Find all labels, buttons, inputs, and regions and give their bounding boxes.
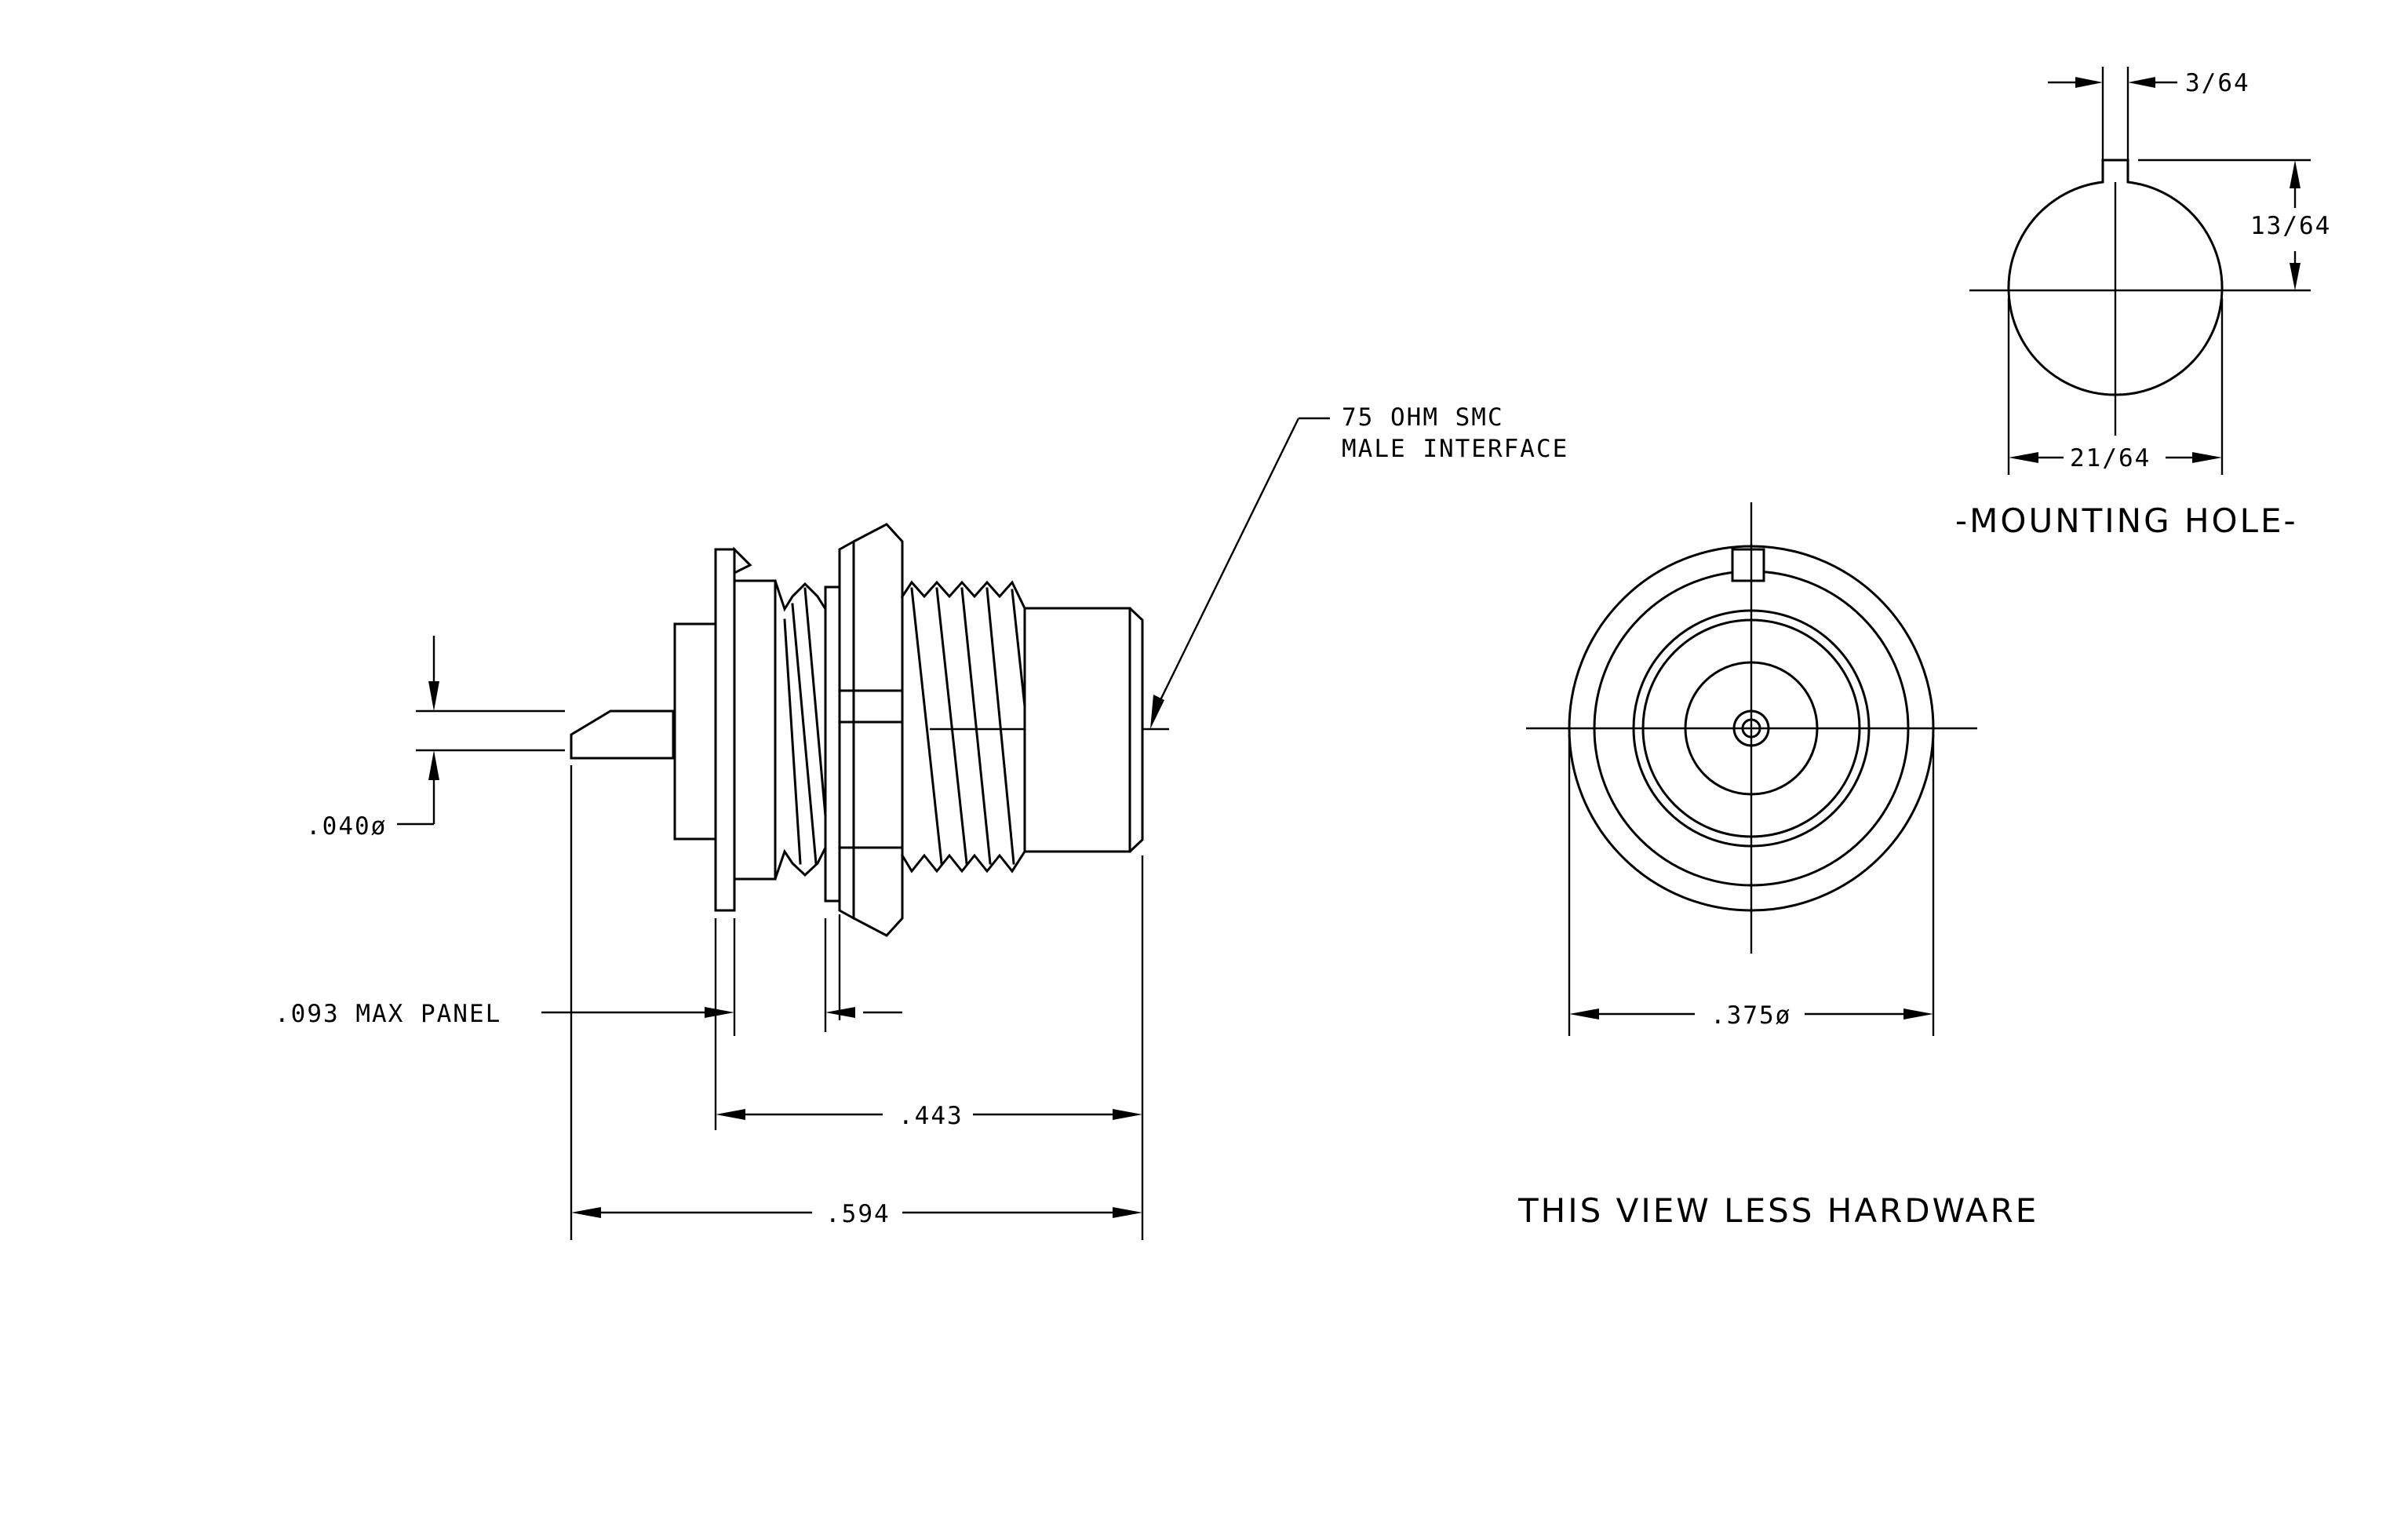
dimension-375-label: .375ø <box>1710 1001 1791 1030</box>
lock-washer <box>824 585 841 903</box>
dimension-594-label: .594 <box>825 1200 891 1228</box>
mounting-hole-title: -MOUNTING HOLE- <box>1955 502 2298 540</box>
rear-thread <box>774 579 827 881</box>
side-view: .040ø 75 OHM SMC MALE INTERFACE .093 MAX… <box>275 403 1568 1240</box>
interface-label-line1: 75 OHM SMC <box>1342 403 1504 432</box>
flange <box>714 548 736 912</box>
hole-diameter-label: 21/64 <box>2070 444 2151 472</box>
front-view <box>1526 502 1977 1036</box>
interface-leader <box>1150 417 1330 729</box>
dimension-594 <box>570 765 1142 1240</box>
front-barrel <box>1023 607 1144 853</box>
key-width-label: 3/64 <box>2185 69 2250 97</box>
front-thread <box>900 580 1027 874</box>
contact-pin <box>570 709 675 760</box>
interface-label-line2: MALE INTERFACE <box>1342 435 1568 463</box>
dimension-443 <box>716 855 1144 1240</box>
pin-diameter-label: .040ø <box>306 812 387 841</box>
key-slot <box>1731 548 1765 582</box>
max-panel-dimension <box>541 914 902 1130</box>
rear-body <box>673 622 717 841</box>
key-height-label: 13/64 <box>2250 212 2331 240</box>
gasket <box>733 579 777 881</box>
view-note-label: THIS VIEW LESS HARDWARE <box>1517 1191 2038 1230</box>
pin-diameter-dimension <box>397 636 565 826</box>
hex-nut <box>838 523 904 937</box>
flange-tab <box>733 546 752 575</box>
dimension-443-label: .443 <box>898 1102 964 1130</box>
max-panel-label: .093 MAX PANEL <box>275 1000 501 1028</box>
mounting-hole-view <box>1969 67 2311 475</box>
